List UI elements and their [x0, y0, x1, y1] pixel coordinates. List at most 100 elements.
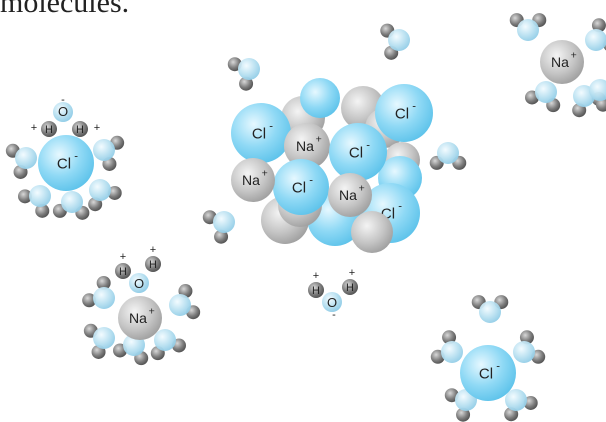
chloride-ion — [231, 103, 291, 163]
water-hydrogen — [519, 330, 534, 345]
chloride-ion — [460, 345, 516, 401]
water-oxygen — [437, 142, 459, 164]
plus-sign: + — [150, 244, 156, 256]
chloride-ion — [38, 135, 94, 191]
sodium-label: Na — [129, 310, 147, 326]
water-hydrogen — [41, 121, 57, 137]
water-hydrogen — [18, 189, 33, 204]
plus-sign: + — [149, 306, 155, 318]
water-oxygen — [213, 211, 235, 233]
water-oxygen — [29, 185, 51, 207]
sodium-ion — [328, 173, 372, 217]
sodium-ion — [540, 40, 584, 84]
water-hydrogen — [591, 18, 606, 33]
water-oxygen — [61, 191, 83, 213]
minus-sign: - — [74, 150, 78, 162]
water-hydrogen — [239, 76, 254, 91]
hydrogen-label: H — [149, 259, 157, 271]
oxygen-label: O — [134, 276, 144, 291]
plus-sign: + — [262, 168, 268, 180]
hydrogen-label: H — [76, 124, 84, 136]
plus-sign: + — [31, 122, 37, 134]
water-hydrogen — [96, 276, 111, 291]
minus-sign: - — [398, 200, 402, 212]
chloride-label: Cl — [252, 125, 266, 142]
oxygen-label: O — [58, 104, 68, 119]
chloride-label: Cl — [349, 144, 363, 161]
water-oxygen — [53, 102, 73, 122]
water-oxygen — [441, 341, 463, 363]
water-hydrogen — [456, 407, 471, 422]
water-oxygen — [535, 81, 557, 103]
water-hydrogen — [107, 185, 122, 200]
water-hydrogen — [35, 203, 50, 218]
sodium-ion — [231, 158, 275, 202]
water-oxygen — [169, 294, 191, 316]
sodium-ion — [351, 211, 393, 253]
chloride-label: Cl — [479, 365, 493, 382]
plus-sign: + — [316, 134, 322, 146]
water-oxygen — [513, 341, 535, 363]
sodium-label: Na — [339, 187, 357, 203]
water-hydrogen — [595, 97, 606, 112]
water-oxygen — [479, 301, 501, 323]
chloride-ion — [300, 78, 340, 118]
hydrogen-label: H — [45, 124, 53, 136]
minus-sign: - — [412, 100, 416, 112]
plus-sign: + — [359, 183, 365, 195]
hydrogen-label: H — [119, 266, 127, 278]
plus-sign: + — [313, 270, 319, 282]
minus-sign: - — [366, 139, 370, 151]
chloride-ion — [375, 84, 433, 142]
water-hydrogen — [442, 330, 457, 345]
water-hydrogen — [308, 282, 324, 298]
minus-sign: - — [309, 174, 313, 186]
hydrogen-label: H — [312, 285, 320, 297]
sodium-label: Na — [242, 172, 260, 188]
chloride-ion — [273, 159, 329, 215]
water-hydrogen — [145, 256, 161, 272]
water-oxygen — [93, 287, 115, 309]
water-oxygen — [93, 327, 115, 349]
caption-text: molecules. — [0, 0, 130, 19]
plus-sign: + — [349, 267, 355, 279]
water-hydrogen — [342, 279, 358, 295]
plus-sign: + — [571, 50, 577, 62]
water-hydrogen — [82, 293, 97, 308]
minus-sign: - — [332, 309, 336, 321]
water-hydrogen — [214, 229, 229, 244]
oxygen-label: O — [327, 295, 337, 310]
plus-sign: + — [120, 251, 126, 263]
chloride-ion — [329, 123, 387, 181]
water-oxygen — [154, 329, 176, 351]
water-oxygen — [238, 58, 260, 80]
water-hydrogen — [72, 121, 88, 137]
minus-sign: - — [269, 120, 273, 132]
sodium-ion — [118, 296, 162, 340]
chloride-label: Cl — [292, 179, 306, 196]
water-oxygen — [517, 19, 539, 41]
water-oxygen — [505, 389, 527, 411]
water-oxygen — [388, 29, 410, 51]
water-oxygen — [589, 79, 606, 101]
chloride-label: Cl — [395, 105, 409, 122]
sodium-label: Na — [296, 138, 314, 154]
hydrogen-label: H — [346, 282, 354, 294]
chloride-label: Cl — [57, 155, 71, 172]
water-oxygen — [322, 292, 342, 312]
water-hydrogen — [115, 263, 131, 279]
minus-sign: - — [496, 360, 500, 372]
minus-sign: - — [61, 94, 65, 106]
water-oxygen — [585, 29, 606, 51]
water-oxygen — [129, 273, 149, 293]
water-oxygen — [93, 139, 115, 161]
plus-sign: + — [94, 122, 100, 134]
sodium-ion — [284, 123, 330, 169]
water-hydrogen — [523, 395, 538, 410]
sodium-label: Na — [551, 54, 569, 70]
water-oxygen — [89, 179, 111, 201]
water-oxygen — [15, 147, 37, 169]
